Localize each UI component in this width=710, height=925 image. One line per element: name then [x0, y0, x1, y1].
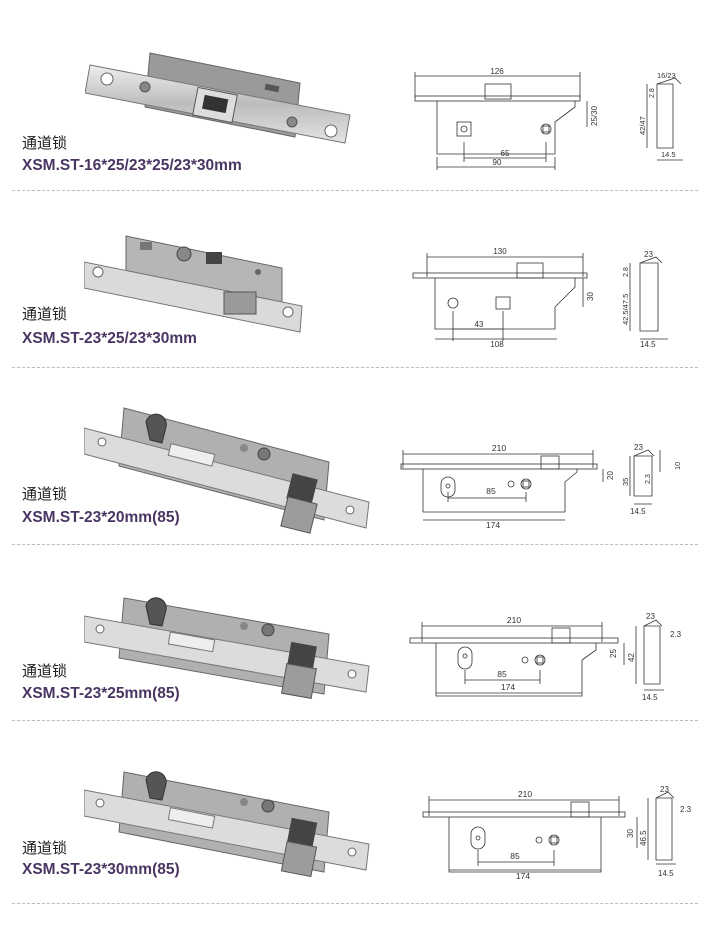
- side-top: 16/23: [657, 71, 676, 80]
- product-name: 通道锁: [22, 305, 68, 323]
- product-row-5: 通道锁 XSM.ST-23*30mm(85) 210 85 174 30: [0, 720, 710, 900]
- divider-2: [12, 367, 698, 368]
- dim-body: 174: [486, 520, 500, 530]
- side-height: 46.5: [639, 830, 648, 846]
- product-name: 通道锁: [22, 662, 68, 680]
- side-depth: 2.3: [645, 474, 652, 484]
- lock-photo-4: [84, 597, 370, 699]
- dim-side: 30: [586, 292, 595, 301]
- product-name: 通道锁: [22, 485, 68, 503]
- side-height: 42: [627, 653, 636, 662]
- front-drawing-5: 210 85 174 30: [422, 789, 638, 881]
- lock-photo-2: [84, 235, 303, 333]
- side-top: 23: [634, 443, 643, 452]
- dim-hole-spacing: 85: [486, 486, 496, 496]
- dim-side-a: 30: [626, 829, 635, 838]
- dim-width: 130: [493, 247, 507, 256]
- dim-hole-spacing: 43: [475, 320, 484, 329]
- dim-side-a: 25: [609, 649, 618, 658]
- dim-body: 108: [490, 340, 504, 349]
- side-bottom: 14.5: [658, 869, 674, 878]
- side-depth: 2.8: [623, 267, 630, 277]
- side-drawing-2: 23 2.8 42.5/47.5 14.5: [621, 250, 668, 349]
- side-right: 10: [673, 462, 682, 470]
- lock-photo-3: [84, 407, 370, 534]
- lock-photo-1: [85, 52, 351, 144]
- lock-photo-5: [84, 771, 370, 878]
- dim-body: 90: [493, 158, 502, 167]
- side-drawing-3: 23 35 2.3 10 14.5: [621, 443, 682, 516]
- side-depth: 2.3: [680, 805, 692, 814]
- product-model: XSM.ST-23*25/23*30mm: [22, 330, 197, 347]
- divider-3: [12, 544, 698, 545]
- dim-hole-spacing: 85: [510, 851, 520, 861]
- side-depth: 2.3: [670, 630, 682, 639]
- side-bottom: 14.5: [642, 693, 658, 702]
- dim-body: 174: [501, 682, 515, 692]
- dim-side: 25/30: [590, 105, 599, 126]
- side-height: 35: [621, 478, 630, 486]
- side-drawing-1: 16/23 2.8 42/47 14.5: [638, 71, 683, 161]
- dim-side-a: 20: [606, 471, 615, 480]
- side-depth: 2.8: [649, 88, 656, 98]
- dim-hole-spacing: 65: [501, 149, 510, 158]
- divider-1: [12, 190, 698, 191]
- dim-hole-spacing: 85: [497, 669, 507, 679]
- dim-width: 126: [490, 67, 504, 76]
- dim-width: 210: [507, 615, 521, 625]
- product-name: 通道锁: [22, 839, 68, 857]
- product-model: XSM.ST-23*20mm(85): [22, 509, 180, 526]
- dim-width: 210: [518, 789, 532, 799]
- side-height: 42/47: [638, 116, 647, 135]
- dim-body: 174: [516, 871, 530, 881]
- side-drawing-5: 23 2.3 46.5 14.5: [639, 785, 692, 878]
- side-top: 23: [646, 612, 655, 621]
- front-drawing-3: 210 85 174 20: [400, 443, 615, 530]
- side-bottom: 14.5: [630, 507, 646, 516]
- dim-width: 210: [492, 443, 506, 453]
- product-model: XSM.ST-23*25mm(85): [22, 685, 180, 702]
- product-row-4: 通道锁 XSM.ST-23*25mm(85) 210 85 174 25: [0, 544, 710, 724]
- side-bottom: 14.5: [640, 340, 656, 349]
- side-top: 23: [644, 250, 653, 259]
- product-model: XSM.ST-16*25/23*25/23*30mm: [22, 157, 242, 174]
- side-drawing-4: 23 2.3 42 14.5: [627, 612, 682, 702]
- side-bottom: 14.5: [661, 150, 676, 159]
- front-drawing-2: 130 43 108 30: [412, 247, 595, 349]
- front-drawing-4: 210 85 174 25: [409, 615, 625, 697]
- product-model: XSM.ST-23*30mm(85): [22, 861, 180, 878]
- product-row-1: 通道锁 XSM.ST-16*25/23*25/23*30mm 126 65 90…: [0, 0, 710, 180]
- side-top: 23: [660, 785, 669, 794]
- product-row-3: 通道锁 XSM.ST-23*20mm(85) 210 85 174 20: [0, 367, 710, 547]
- product-row-2: 通道锁 XSM.ST-23*25/23*30mm 130 43 108 30 2…: [0, 190, 710, 370]
- side-height: 42.5/47.5: [621, 294, 630, 325]
- product-name: 通道锁: [22, 134, 68, 152]
- divider-5: [12, 903, 698, 904]
- front-drawing-1: 126 65 90 25/30: [414, 67, 599, 170]
- divider-4: [12, 720, 698, 721]
